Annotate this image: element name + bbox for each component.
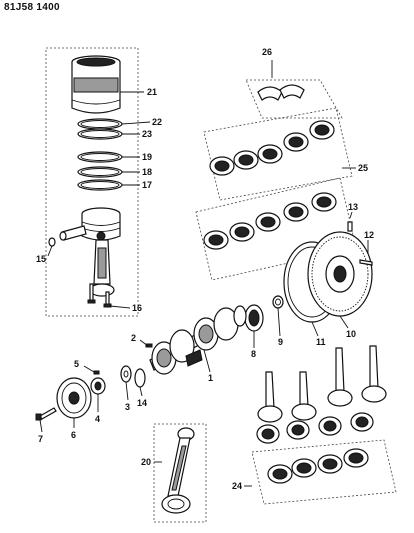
leader-lines bbox=[39, 60, 369, 487]
piston bbox=[81, 207, 121, 241]
connecting-rod-set bbox=[257, 345, 387, 423]
rod-bearing-upper-shells bbox=[256, 412, 374, 444]
callout-1: 1 bbox=[208, 373, 213, 383]
rod-bolts bbox=[87, 283, 112, 308]
callout-7: 7 bbox=[38, 434, 43, 444]
callout-20: 20 bbox=[141, 457, 151, 467]
flywheel-bolt-12 bbox=[359, 259, 373, 266]
main-bearing-lower-shells bbox=[203, 192, 337, 250]
callout-13: 13 bbox=[348, 202, 358, 212]
piston-ring-17 bbox=[77, 179, 123, 191]
callout-12: 12 bbox=[364, 230, 374, 240]
main-bearing-upper-shells bbox=[209, 120, 335, 176]
callout-11: 11 bbox=[316, 337, 326, 347]
dowel-13 bbox=[347, 221, 353, 232]
connecting-rod-frame bbox=[153, 423, 207, 523]
crankshaft bbox=[149, 305, 247, 375]
crankshaft-pulley bbox=[56, 377, 92, 419]
upper-bearing-frame bbox=[245, 79, 343, 119]
pilot-bushing bbox=[272, 295, 284, 309]
piston-ring-19 bbox=[77, 151, 123, 163]
piston-pin bbox=[59, 225, 87, 241]
callout-19: 19 bbox=[142, 152, 152, 162]
callout-5: 5 bbox=[74, 359, 79, 369]
rear-oil-seal bbox=[244, 304, 264, 332]
callout-8: 8 bbox=[251, 349, 256, 359]
main-bearing-upper-frame bbox=[203, 107, 353, 201]
callout-24: 24 bbox=[232, 481, 242, 491]
diagram-code: 81J58 1400 bbox=[4, 2, 60, 13]
rod-bearing-lower-shells bbox=[267, 448, 369, 484]
callout-2: 2 bbox=[131, 333, 136, 343]
crank-washer bbox=[134, 368, 146, 388]
piston-group-frame bbox=[45, 47, 139, 317]
connecting-rod bbox=[161, 427, 195, 514]
vibration-hub bbox=[90, 377, 106, 395]
piston-ring-18 bbox=[77, 166, 123, 178]
callout-3: 3 bbox=[125, 402, 130, 412]
callout-25: 25 bbox=[358, 163, 368, 173]
pin-retainer bbox=[48, 237, 56, 247]
woodruff-key bbox=[93, 370, 100, 375]
callout-23: 23 bbox=[142, 129, 152, 139]
callout-18: 18 bbox=[142, 167, 152, 177]
pulley-bolt bbox=[35, 407, 57, 421]
crankshaft-key bbox=[145, 343, 153, 348]
callout-22: 22 bbox=[152, 117, 162, 127]
crank-sprocket bbox=[120, 365, 132, 383]
callout-14: 14 bbox=[137, 398, 147, 408]
callout-16: 16 bbox=[132, 303, 142, 313]
callout-10: 10 bbox=[346, 329, 356, 339]
rod-bearing-frame bbox=[251, 439, 397, 505]
callout-4: 4 bbox=[95, 414, 100, 424]
callout-17: 17 bbox=[142, 180, 152, 190]
callout-21: 21 bbox=[147, 87, 157, 97]
upper-thrust-bearing-26 bbox=[257, 84, 305, 101]
callout-6: 6 bbox=[71, 430, 76, 440]
piston-ring-22 bbox=[77, 118, 123, 130]
callout-26: 26 bbox=[262, 47, 272, 57]
callout-15: 15 bbox=[36, 254, 46, 264]
callout-9: 9 bbox=[278, 337, 283, 347]
piston-ring-23 bbox=[77, 128, 123, 140]
cylinder-sleeve bbox=[71, 55, 121, 114]
flywheel bbox=[307, 231, 373, 317]
